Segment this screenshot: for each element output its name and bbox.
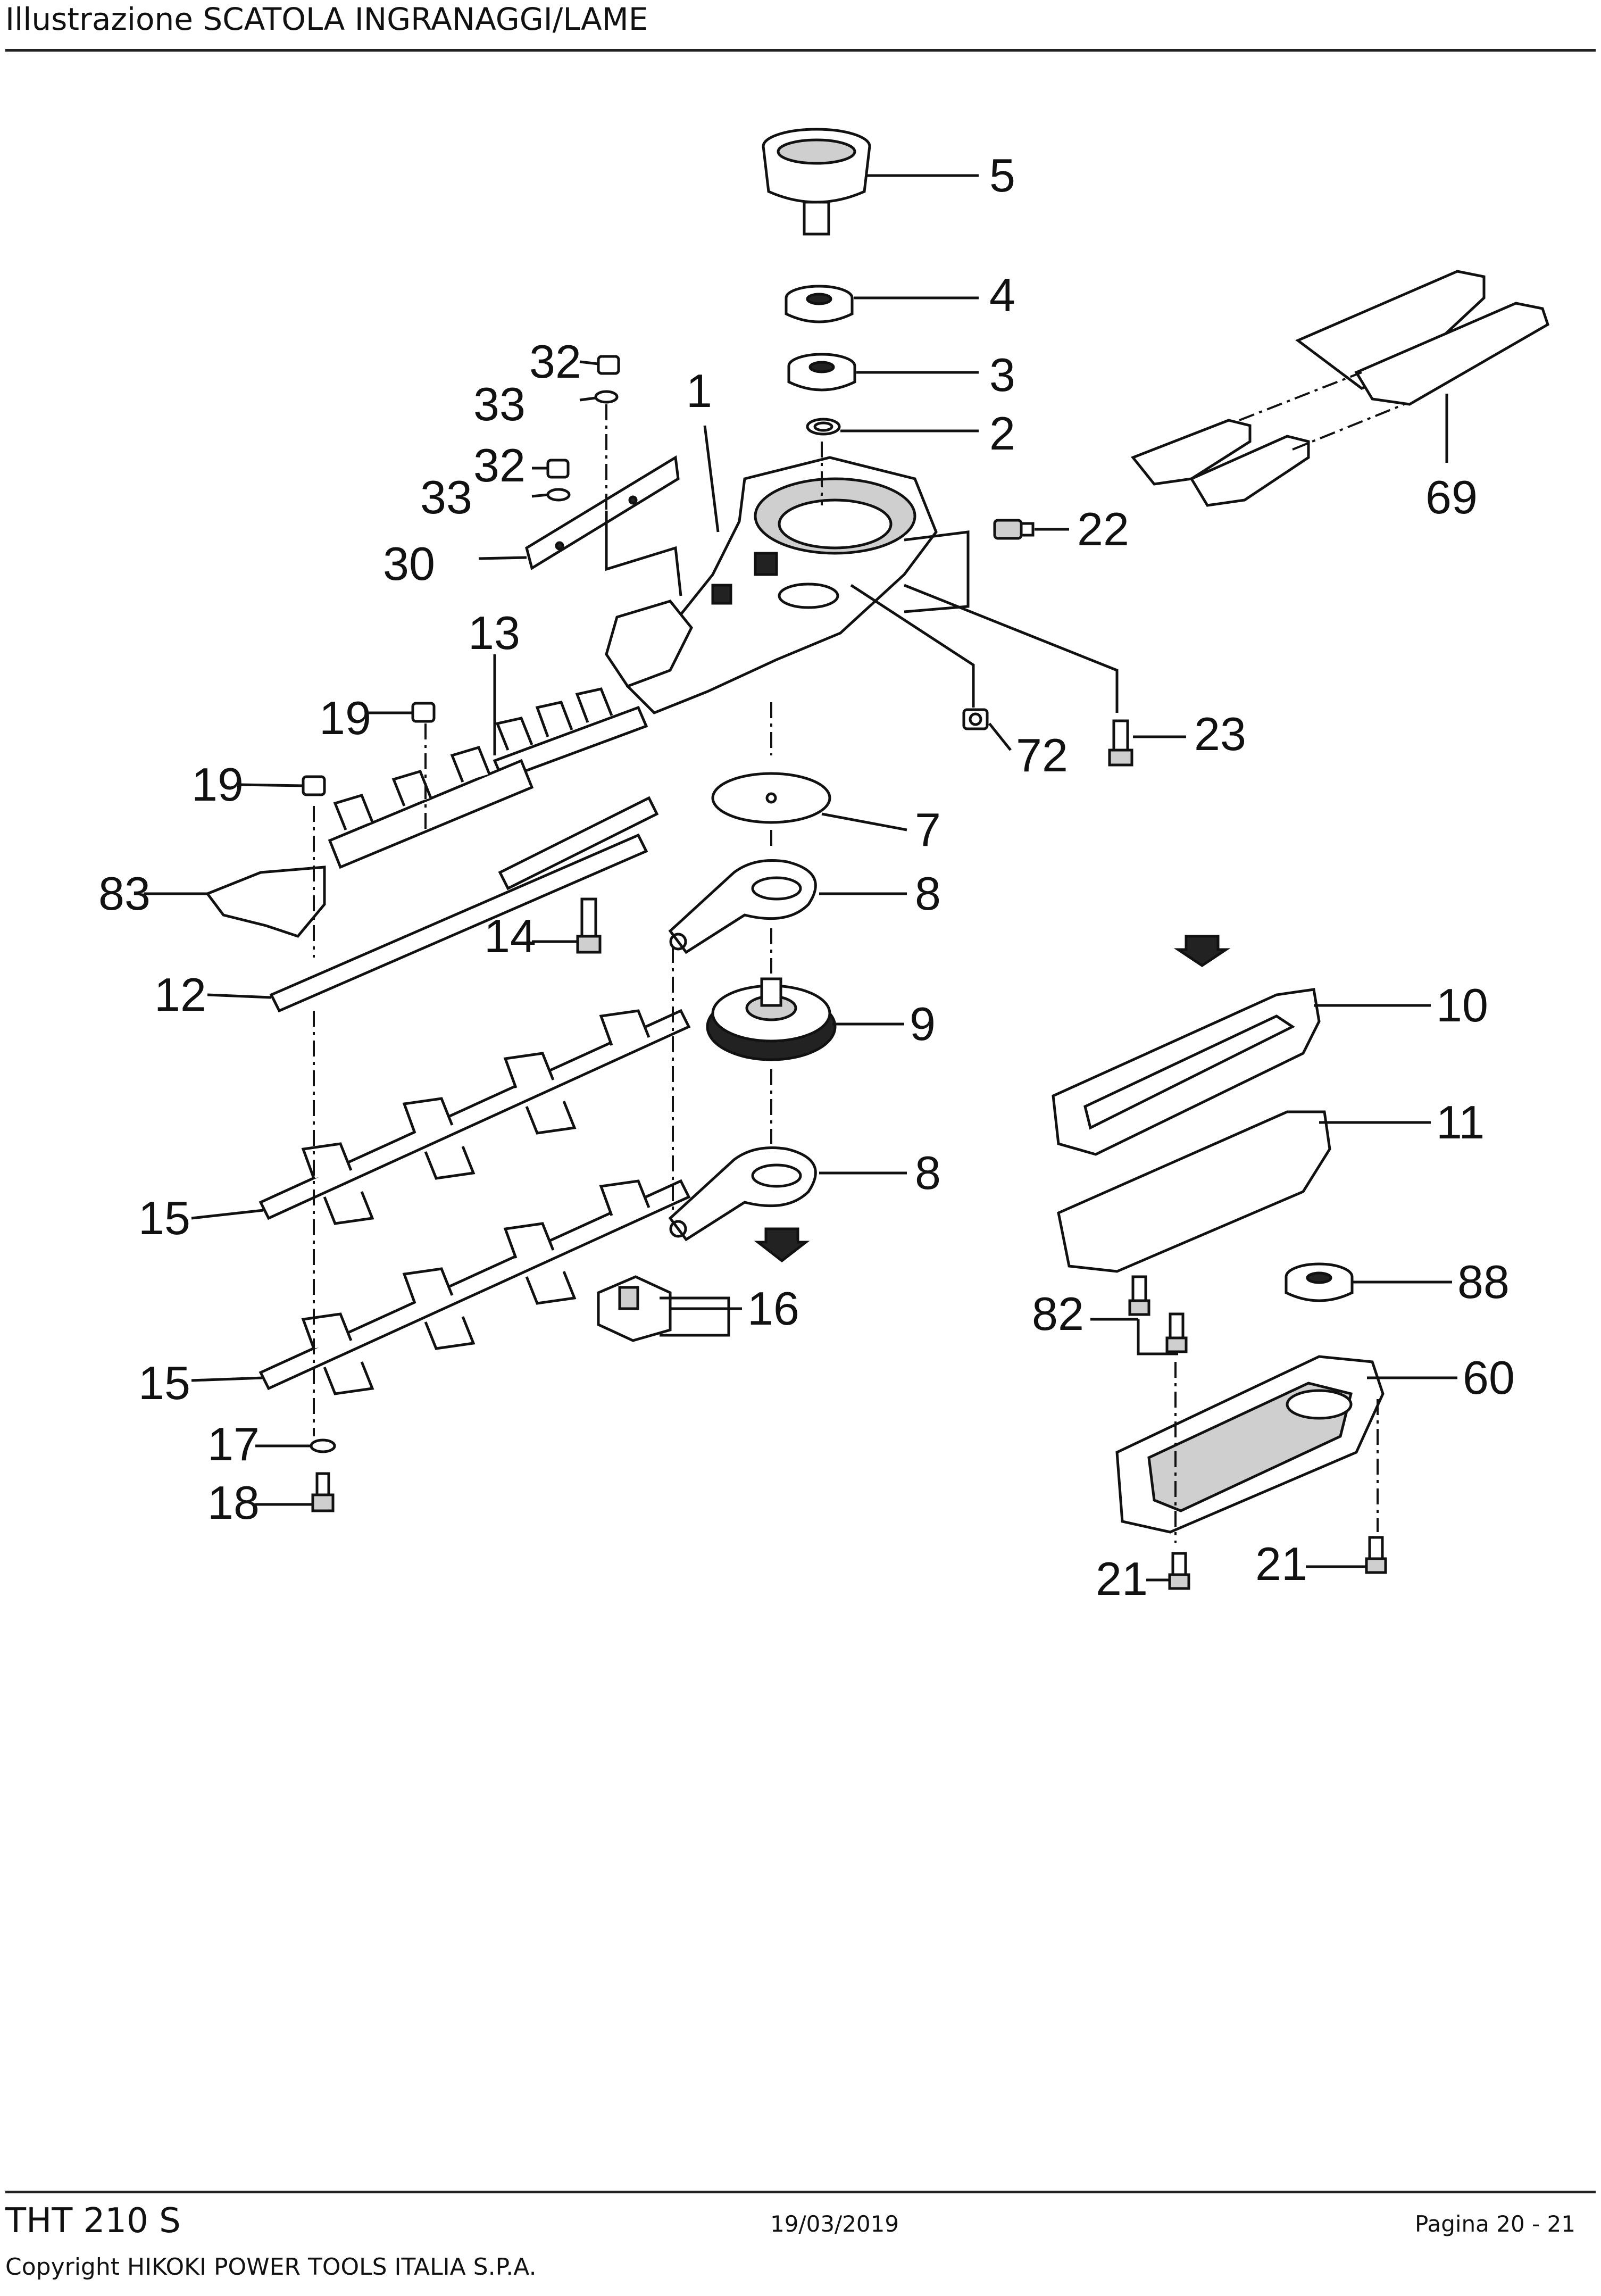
header-divider (5, 49, 1596, 52)
part-18-bolt (311, 1472, 335, 1512)
part-11-plate (1057, 1110, 1331, 1273)
callout-60: 60 (1463, 1351, 1515, 1404)
callout-32-mid: 32 (473, 439, 526, 492)
callout-4: 4 (989, 269, 1015, 321)
callout-8-lower: 8 (915, 1146, 941, 1199)
part-12-blade-bar (269, 745, 648, 1013)
copyright-notice: Copyright HIKOKI POWER TOOLS ITALIA S.P.… (5, 2253, 537, 2281)
page-title: Illustrazione SCATOLA INGRANAGGI/LAME (5, 1, 648, 37)
leader-lines (144, 174, 1457, 1582)
callout-82: 82 (1032, 1287, 1084, 1340)
part-5-drive-cup (762, 128, 871, 236)
part-33-washer-b (546, 488, 571, 502)
callout-19-lower: 19 (191, 758, 244, 811)
callout-10: 10 (1436, 979, 1488, 1031)
part-30-blade-bar (525, 455, 680, 570)
part-16-blade-guide (597, 1275, 672, 1342)
callout-5: 5 (989, 149, 1015, 202)
part-22-grease-nipple (993, 519, 1035, 540)
callout-72: 72 (1016, 729, 1068, 781)
document-date: 19/03/2019 (770, 2211, 899, 2237)
part-10-gasket (1052, 988, 1321, 1156)
part-2-circlip (806, 418, 841, 436)
callout-21-left: 21 (1096, 1552, 1148, 1605)
part-7-shim (711, 772, 831, 824)
part-19-nut-b (302, 775, 326, 796)
footer-divider (5, 2191, 1596, 2193)
bracket-line (1137, 1319, 1178, 1355)
callout-7: 7 (915, 803, 941, 856)
callout-12: 12 (154, 968, 206, 1021)
part-33-washer-a (594, 390, 619, 404)
part-9-gear (706, 977, 837, 1061)
callout-9: 9 (910, 997, 936, 1050)
arrow-down-icon (1173, 935, 1231, 968)
part-21-screw-a (1168, 1552, 1190, 1590)
callout-16: 16 (747, 1282, 799, 1335)
part-69-blade-cover (1130, 270, 1550, 507)
callout-18: 18 (207, 1476, 260, 1529)
model-name: THT 210 S (5, 2201, 181, 2241)
bracket-line (850, 584, 975, 708)
callout-22: 22 (1077, 503, 1129, 555)
callout-32-top: 32 (529, 335, 581, 388)
part-32-nut-b (546, 459, 570, 479)
callout-3: 3 (989, 348, 1015, 401)
callout-21-right: 21 (1255, 1537, 1307, 1590)
callout-69: 69 (1425, 471, 1478, 523)
bracket-line (660, 1296, 730, 1337)
part-72-nut (962, 708, 989, 730)
callout-17: 17 (207, 1418, 260, 1470)
part-13-blade-upper (493, 687, 648, 781)
callout-13: 13 (468, 606, 520, 659)
part-32-nut-a (597, 355, 620, 375)
callout-30: 30 (383, 537, 435, 590)
part-15-blade-b (259, 1179, 691, 1395)
callout-8-upper: 8 (915, 867, 941, 920)
part-88-bearing (1285, 1262, 1354, 1302)
callout-19-upper: 19 (319, 692, 371, 744)
part-82-screws (1128, 1275, 1188, 1353)
part-19-nut-a (411, 702, 436, 723)
part-21-screw-b (1365, 1536, 1387, 1574)
callout-33-top: 33 (473, 378, 526, 430)
page-number: Pagina 20 - 21 (1415, 2211, 1575, 2237)
callout-23: 23 (1194, 708, 1246, 760)
callout-15-lower: 15 (138, 1357, 190, 1409)
part-60-lower-cover (1115, 1355, 1385, 1534)
bracket-line (605, 511, 682, 596)
part-15-blade-a (259, 1009, 691, 1225)
part-8-connecting-rod-b (668, 1146, 817, 1242)
blade-link-plate (498, 796, 659, 891)
callout-11: 11 (1436, 1096, 1485, 1149)
part-17-washer (310, 1438, 336, 1453)
callout-83: 83 (98, 867, 151, 920)
callout-14: 14 (484, 910, 536, 962)
callout-33-mid: 33 (420, 471, 472, 523)
part-1-gearbox-housing (605, 456, 938, 714)
part-8-connecting-rod-a (668, 859, 817, 954)
part-14-screw (576, 897, 602, 954)
callout-15-upper: 15 (138, 1192, 190, 1244)
part-83-blade-holder (205, 866, 326, 938)
callout-88: 88 (1457, 1255, 1510, 1308)
part-3-bearing (787, 353, 856, 392)
callout-2: 2 (989, 407, 1015, 460)
bracket-line (904, 530, 970, 613)
arrow-down-icon (754, 1227, 810, 1263)
part-23-bolt (1108, 719, 1133, 767)
part-4-bearing (785, 285, 854, 323)
bracket-line (904, 584, 1119, 713)
callout-1: 1 (686, 364, 712, 417)
